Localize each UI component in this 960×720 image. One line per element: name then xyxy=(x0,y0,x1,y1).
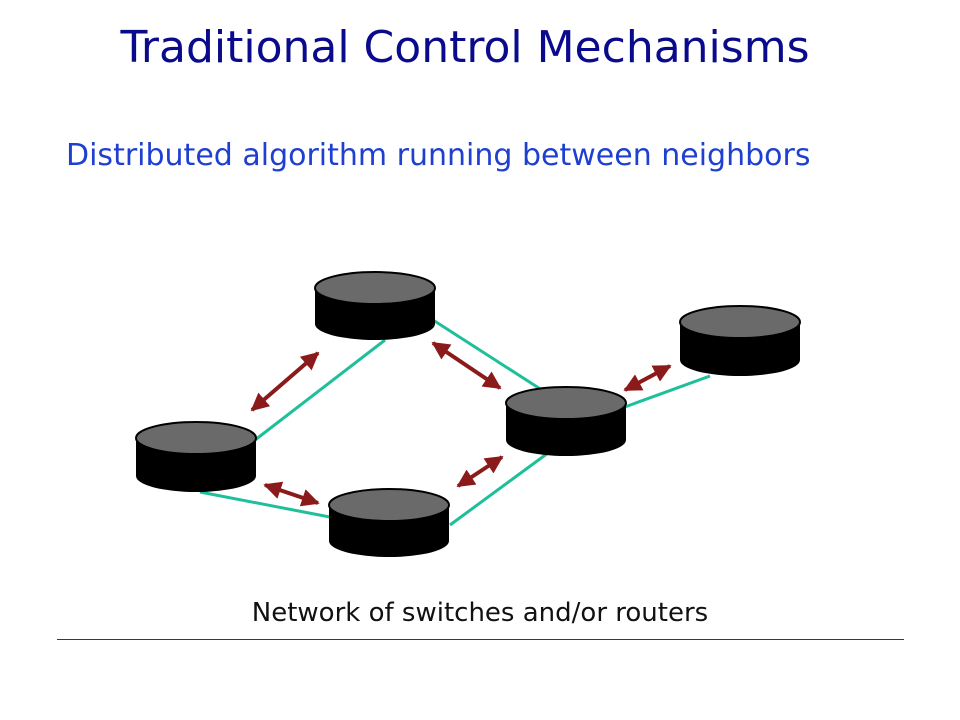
router-bottom xyxy=(328,488,450,557)
router-top xyxy=(314,271,436,340)
router-left xyxy=(135,421,257,492)
divider-line xyxy=(57,639,904,640)
diagram-caption: Network of switches and/or routers xyxy=(251,598,709,628)
neighbor-arrow-top-middle xyxy=(431,341,502,390)
neighbor-arrow-bottom-middle xyxy=(456,455,504,488)
link-bottom-middle xyxy=(449,451,549,527)
link-left-top xyxy=(254,338,386,442)
link-middle-right xyxy=(621,374,711,410)
router-right xyxy=(679,305,801,376)
slide-subtitle: Distributed algorithm running between ne… xyxy=(66,138,811,173)
neighbor-arrow-middle-right xyxy=(623,364,672,392)
router-middle xyxy=(505,386,627,456)
neighbor-arrow-left-bottom xyxy=(263,481,320,507)
link-left-bottom xyxy=(199,490,336,520)
slide-title: Traditional Control Mechanisms xyxy=(120,22,810,73)
neighbor-arrow-left-top xyxy=(250,351,320,412)
